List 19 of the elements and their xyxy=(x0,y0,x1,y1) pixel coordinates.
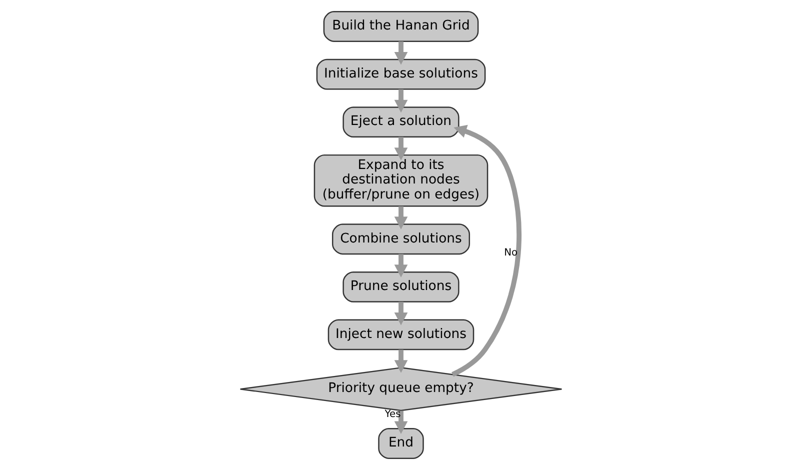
arrow xyxy=(394,254,408,278)
node-box: Expand to its destination nodes (buffer/prune on edges) xyxy=(313,154,488,207)
node-box: Eject a solution xyxy=(342,106,459,138)
node-box: Build the Hanan Grid xyxy=(322,11,478,42)
arrow xyxy=(394,350,408,373)
arrow xyxy=(450,124,521,377)
node-box: Combine solutions xyxy=(331,224,470,255)
node-box: Initialize base solutions xyxy=(316,58,486,90)
arrow xyxy=(394,206,408,230)
node-box: Prune solutions xyxy=(342,271,459,302)
node-box: End xyxy=(378,428,424,459)
arrow xyxy=(394,136,408,160)
node-box: Inject new solutions xyxy=(327,319,474,350)
edge-label: Yes xyxy=(384,408,400,420)
arrow xyxy=(394,410,408,434)
edge-label: No xyxy=(504,247,518,258)
arrow xyxy=(394,41,408,65)
arrow xyxy=(394,89,408,113)
arrow xyxy=(394,302,408,326)
